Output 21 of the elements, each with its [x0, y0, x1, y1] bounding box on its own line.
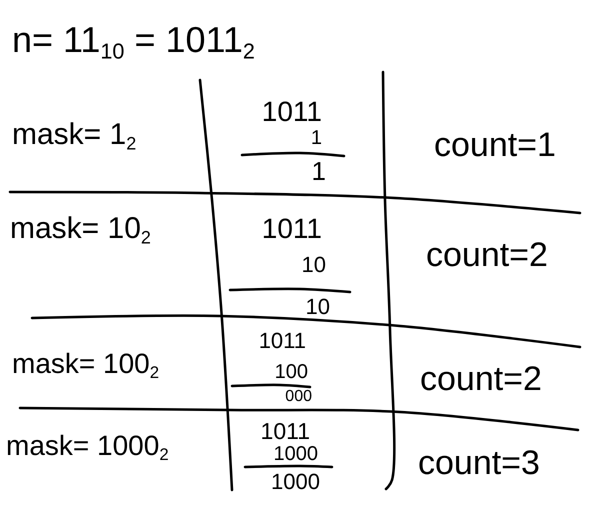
binary-number: 1011 — [258, 330, 306, 352]
title: n= 11$_{10}$ = 1011$_{2}$ — [12, 22, 255, 58]
binary-number: 1 — [312, 158, 326, 184]
count-value: count=1 — [434, 128, 556, 162]
binary-number: 1000 — [274, 444, 318, 464]
binary-number: 10 — [302, 254, 326, 276]
count-value: count=2 — [420, 362, 542, 396]
binary-number: 1011 — [260, 420, 310, 443]
binary-number: 1011 — [262, 98, 322, 126]
binary-number: 1011 — [262, 215, 322, 243]
binary-number: 000 — [285, 389, 312, 405]
binary-number: 10 — [306, 296, 330, 318]
count-value: count=2 — [426, 238, 548, 272]
binary-number: 1 — [310, 128, 322, 148]
count-value: count=3 — [418, 446, 540, 480]
mask-value: mask= 1$_{2}$ — [12, 120, 136, 150]
mask-value: mask= 1000$_{2}$ — [6, 432, 169, 460]
binary-number: 1000 — [271, 471, 320, 493]
mask-value: mask= 100$_{2}$ — [12, 350, 160, 378]
mask-value: mask= 10$_{2}$ — [10, 214, 151, 244]
binary-number: 100 — [274, 362, 308, 382]
